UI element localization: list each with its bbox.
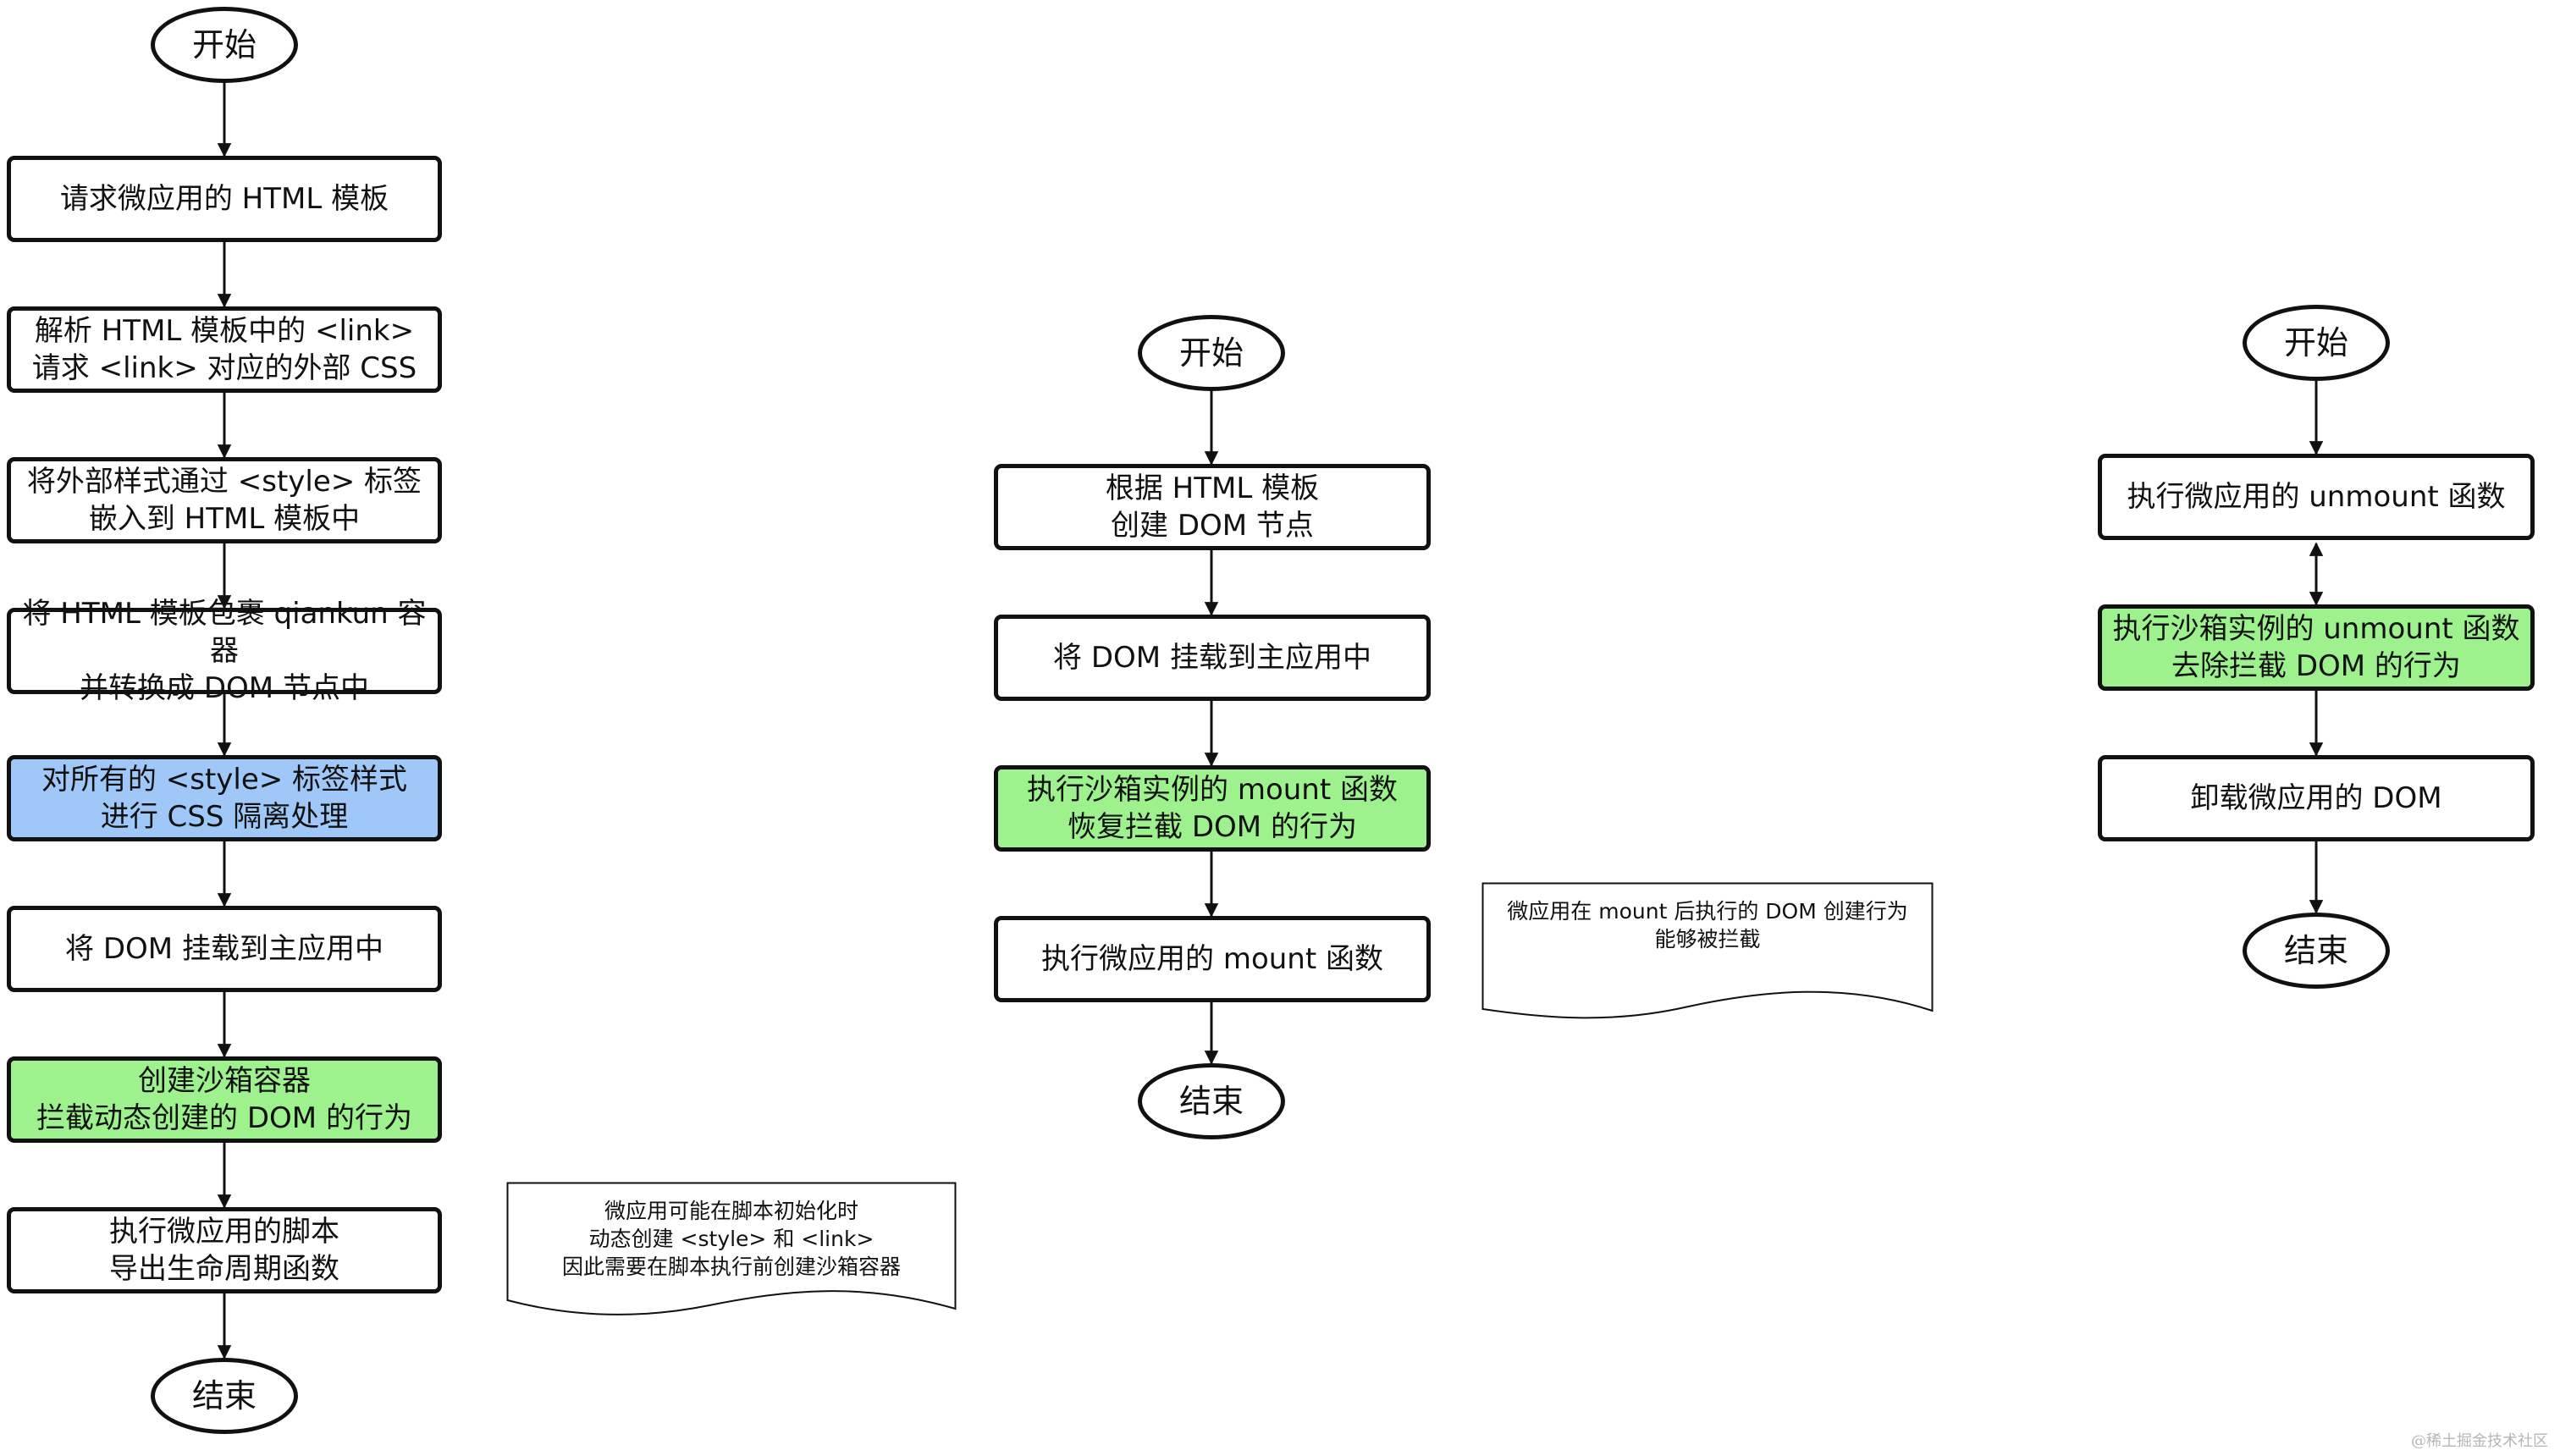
note-document-shape xyxy=(506,1182,957,1315)
watermark-text: @稀土掘金技术社区 xyxy=(2411,1432,2548,1450)
flow1-step-wrap-container: 将 HTML 模板包裹 qiankun 容器 并转换成 DOM 节点中 xyxy=(7,597,442,705)
flow2-start-terminal: 开始 xyxy=(1138,315,1285,391)
flow3-step-app-unmount: 执行微应用的 unmount 函数 xyxy=(2098,454,2535,540)
flow2-step-create-dom: 根据 HTML 模板 创建 DOM 节点 xyxy=(994,464,1431,550)
flow2-note-text: 微应用在 mount 后执行的 DOM 创建行为 能够被拦截 xyxy=(1507,899,1908,951)
flow3-step-sandbox-unmount: 执行沙箱实例的 unmount 函数 去除拦截 DOM 的行为 xyxy=(2098,604,2535,691)
flow3-step-unload-dom: 卸载微应用的 DOM xyxy=(2098,755,2535,841)
flow1-note: 微应用可能在脚本初始化时 动态创建 <style> 和 <link> 因此需要在… xyxy=(506,1182,957,1317)
flow1-step-run-script: 执行微应用的脚本 导出生命周期函数 xyxy=(7,1207,442,1293)
flow2-step-app-mount: 执行微应用的 mount 函数 xyxy=(994,916,1431,1002)
flow3-end-terminal: 结束 xyxy=(2243,913,2390,989)
flow1-end-terminal: 结束 xyxy=(151,1358,298,1434)
flow2-step-sandbox-mount: 执行沙箱实例的 mount 函数 恢复拦截 DOM 的行为 xyxy=(994,765,1431,852)
flow1-step-parse-link: 解析 HTML 模板中的 <link> 请求 <link> 对应的外部 CSS xyxy=(7,306,442,393)
flow1-start-terminal: 开始 xyxy=(151,7,298,83)
flow2-note: 微应用在 mount 后执行的 DOM 创建行为 能够被拦截 xyxy=(1481,882,1934,1034)
flow2-step-mount-dom: 将 DOM 挂载到主应用中 xyxy=(994,615,1431,701)
flow2-end-terminal: 结束 xyxy=(1138,1063,1285,1139)
flow1-step-create-sandbox: 创建沙箱容器 拦截动态创建的 DOM 的行为 xyxy=(7,1056,442,1143)
flow1-step-mount-dom: 将 DOM 挂载到主应用中 xyxy=(7,906,442,992)
flow3-start-terminal: 开始 xyxy=(2243,305,2390,381)
flow1-step-request-template: 请求微应用的 HTML 模板 xyxy=(7,156,442,242)
flow1-note-text: 微应用可能在脚本初始化时 动态创建 <style> 和 <link> 因此需要在… xyxy=(561,1199,901,1279)
flow1-step-css-isolation: 对所有的 <style> 标签样式 进行 CSS 隔离处理 xyxy=(7,755,442,841)
flow1-step-embed-style: 将外部样式通过 <style> 标签 嵌入到 HTML 模板中 xyxy=(7,457,442,543)
note-document-shape xyxy=(1481,882,1934,1019)
